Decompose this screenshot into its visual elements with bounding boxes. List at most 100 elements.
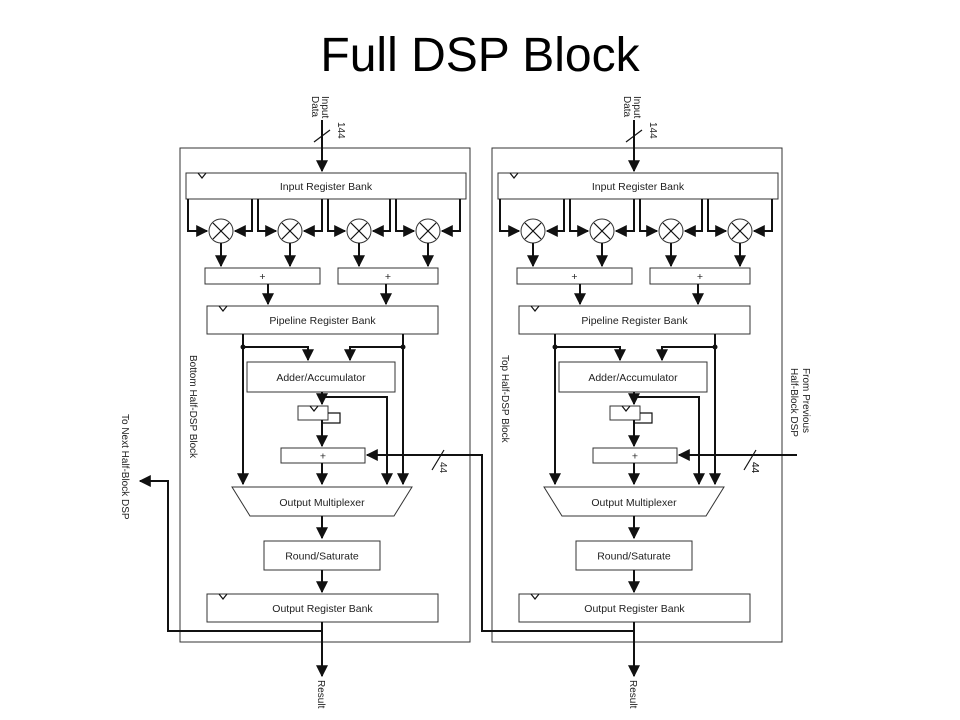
output-register-bank-label: Output Register Bank (272, 603, 373, 615)
output-register-bank-label: Output Register Bank (584, 603, 685, 615)
junction-dot (712, 344, 718, 350)
bottom-half-label: Bottom Half-DSP Block (187, 355, 198, 459)
output-multiplexer (231, 486, 413, 517)
mult-input-right (233, 199, 253, 237)
from-previous-label-1: From Previous (800, 368, 811, 433)
input-register-bank-label: Input Register Bank (592, 181, 685, 193)
input-data-label-2: Data (621, 96, 632, 118)
multiplier-x (350, 222, 368, 240)
mult-input-right (440, 199, 461, 237)
adder-right-label: + (697, 271, 703, 283)
mult-input-right (614, 199, 635, 237)
clock-triangle-icon (621, 405, 631, 412)
to-accumulator-left (555, 346, 626, 362)
mult-input-left (499, 199, 521, 237)
result-label: Result (315, 680, 326, 709)
junction-dot (240, 344, 246, 350)
input-data-label-1: Input (319, 96, 330, 118)
adder-right (649, 267, 751, 285)
output-register-bank (206, 593, 439, 623)
mult-input-right (302, 199, 323, 237)
bus-slash (743, 449, 757, 471)
clock-triangle-icon (309, 405, 319, 412)
adder-left-label: + (259, 271, 265, 283)
chain-adder-label: + (632, 451, 638, 463)
top-to-bottom-chain (365, 449, 634, 632)
adder-accumulator (558, 361, 708, 393)
half-block-frame (179, 147, 471, 643)
acc-to-mux (322, 396, 393, 486)
to-accumulator-left (243, 346, 314, 362)
result-label: Result (627, 680, 638, 709)
bus-144-label: 144 (335, 122, 346, 139)
pipeline-register-bank-label: Pipeline Register Bank (581, 315, 688, 327)
round-saturate (263, 540, 381, 571)
adder-accumulator (246, 361, 396, 393)
clock-triangle-icon (530, 305, 540, 312)
clock-triangle-icon (218, 593, 228, 600)
top-half-label: Top Half-DSP Block (499, 355, 510, 444)
multiplier-x (281, 222, 299, 240)
mult-input-right (752, 199, 773, 237)
mult-input-right (683, 199, 703, 237)
adder-left (516, 267, 633, 285)
round-saturate (575, 540, 693, 571)
adder-left (204, 267, 321, 285)
bus-slash (431, 449, 445, 471)
multiplier-x (593, 222, 611, 240)
bus-44-label-right: 44 (749, 462, 760, 474)
mult-input-left (327, 199, 347, 237)
multiplier-x (212, 222, 230, 240)
bus-144-label: 144 (647, 122, 658, 139)
clock-triangle-icon (218, 305, 228, 312)
input-data-label-1: Input (631, 96, 642, 118)
from-previous-label-2: Half-Block DSP (788, 368, 799, 437)
mult-input-left (707, 199, 728, 237)
adder-left-label: + (571, 271, 577, 283)
to-next-output (138, 475, 322, 632)
junction-dot (400, 344, 406, 350)
chain-adder-label: + (320, 451, 326, 463)
output-multiplexer-label: Output Multiplexer (279, 497, 365, 509)
slide-title: Full DSP Block (320, 29, 640, 82)
pipeline-register-bank (206, 305, 439, 335)
mult-input-left (395, 199, 416, 237)
mult-input-left (257, 199, 278, 237)
to-accumulator-right (656, 346, 715, 362)
multiplier-x (662, 222, 680, 240)
to-next-label: To Next Half-Block DSP (119, 414, 130, 520)
feedback (634, 412, 653, 424)
input-register-bank (497, 172, 779, 200)
bus-slash (313, 129, 331, 143)
input-register-bank-label: Input Register Bank (280, 181, 373, 193)
half-block-frame (491, 147, 783, 643)
mult-input-left (569, 199, 590, 237)
bus-44-label: 44 (749, 462, 760, 474)
bus-slash (625, 129, 643, 143)
accumulator-register (609, 405, 641, 421)
clock-triangle-icon (197, 172, 207, 179)
round-saturate-label: Round/Saturate (285, 551, 359, 563)
mult-input-left (187, 199, 209, 237)
mult-input-right (545, 199, 565, 237)
clock-triangle-icon (530, 593, 540, 600)
pipeline-register-bank-label: Pipeline Register Bank (269, 315, 376, 327)
round-saturate-label: Round/Saturate (597, 551, 671, 563)
acc-to-mux (634, 396, 705, 486)
adder-accumulator-label: Adder/Accumulator (588, 372, 678, 384)
adder-right-label: + (385, 271, 391, 283)
clock-triangle-icon (509, 172, 519, 179)
mult-input-right (371, 199, 391, 237)
accumulator-register (297, 405, 329, 421)
bus-44-label: 44 (437, 462, 448, 474)
adder-right (337, 267, 439, 285)
output-multiplexer-label: Output Multiplexer (591, 497, 677, 509)
multiplier-x (731, 222, 749, 240)
mult-input-left (639, 199, 659, 237)
junction-dot (552, 344, 558, 350)
input-register-bank (185, 172, 467, 200)
